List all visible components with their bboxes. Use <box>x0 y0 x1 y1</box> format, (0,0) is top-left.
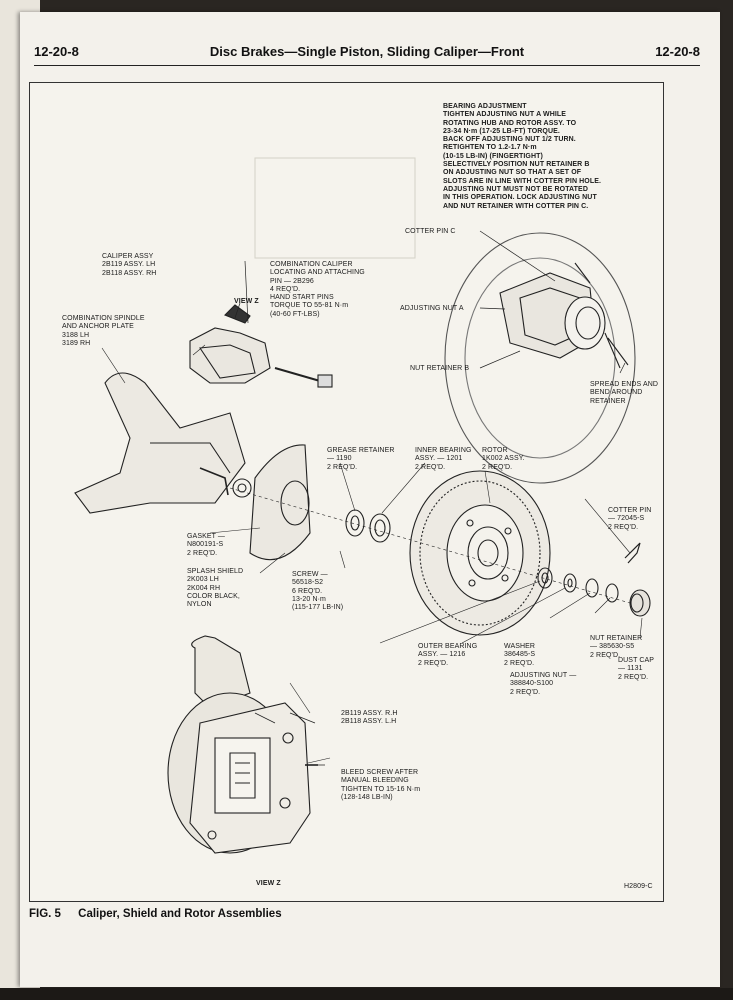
bottom-dark-strip <box>0 988 733 1000</box>
page-number-left: 12-20-8 <box>34 44 79 59</box>
label-bleed-screw: BLEED SCREW AFTER MANUAL BLEEDING TIGHTE… <box>341 769 421 801</box>
label-inner-bearing: INNER BEARING ASSY. — 1201 2 REQ'D. <box>415 447 472 471</box>
label-combination-caliper: COMBINATION CALIPER LOCATING AND ATTACHI… <box>270 261 365 318</box>
label-view-z-top: VIEW Z <box>234 298 259 305</box>
label-grease-retainer: GREASE RETAINER — 1190 2 REQ'D. <box>327 447 395 471</box>
exploded-diagram <box>74 157 651 854</box>
label-washer: WASHER 386485-S 2 REQ'D. <box>504 643 536 667</box>
rotor-drawing <box>409 470 551 636</box>
label-nut-retainer: NUT RETAINER — 385630-S5 2 REQ'D. <box>590 635 643 659</box>
figure-caption: FIG. 5 Caliper, Shield and Rotor Assembl… <box>29 908 282 920</box>
label-outer-bearing: OUTER BEARING ASSY. — 1216 2 REQ'D. <box>418 643 478 667</box>
label-splash-shield: SPLASH SHIELD 2K003 LH 2K004 RH COLOR BL… <box>187 568 244 609</box>
label-cotter-pin-c: COTTER PIN C <box>405 228 456 235</box>
label-adjusting-nut-a: ADJUSTING NUT A <box>400 305 464 312</box>
header-rule <box>34 65 700 66</box>
label-view-z-bottom: VIEW Z <box>256 880 281 887</box>
page-title: Disc Brakes—Single Piston, Sliding Calip… <box>209 44 525 59</box>
figure-title: Caliper, Shield and Rotor Assemblies <box>78 908 282 920</box>
figure-code: H2809-C <box>624 883 653 890</box>
figure-box: BEARING ADJUSTMENT TIGHTEN ADJUSTING NUT… <box>29 82 664 902</box>
label-caliper-assy: CALIPER ASSY 2B119 ASSY. LH 2B118 ASSY. … <box>102 253 157 277</box>
caliper-bottom-drawing <box>167 635 325 854</box>
page-header: 12-20-8 Disc Brakes—Single Piston, Slidi… <box>34 44 700 64</box>
label-caliper-assy-2: 2B119 ASSY. R.H 2B118 ASSY. L.H <box>341 710 398 726</box>
label-bearing-adjustment: BEARING ADJUSTMENT TIGHTEN ADJUSTING NUT… <box>443 103 602 210</box>
leader-lines <box>101 344 643 764</box>
label-spread-ends: SPREAD ENDS AND BEND AROUND RETAINER <box>590 381 659 405</box>
label-gasket: GASKET — N800191-S 2 REQ'D. <box>187 533 226 557</box>
label-rotor: ROTOR 1K002 ASSY. 2 REQ'D. <box>482 447 525 471</box>
label-dust-cap: DUST CAP — 1131 2 REQ'D. <box>618 657 655 681</box>
small-parts-drawing <box>229 487 651 617</box>
figure-number: FIG. 5 <box>29 908 61 920</box>
page-number-right: 12-20-8 <box>655 44 700 59</box>
label-cotter-pin: COTTER PIN — 72045-S 2 REQ'D. <box>608 507 652 531</box>
label-spindle: COMBINATION SPINDLE AND ANCHOR PLATE 318… <box>62 315 145 347</box>
label-adjusting-nut: ADJUSTING NUT — 388840-S100 2 REQ'D. <box>510 672 577 696</box>
rotor-detail-top <box>444 230 636 484</box>
label-screw: SCREW — 56518-S2 6 REQ'D. 13-20 N·m (115… <box>292 571 344 612</box>
caliper-top-drawing <box>74 260 391 561</box>
label-nut-retainer-b: NUT RETAINER B <box>410 365 470 372</box>
